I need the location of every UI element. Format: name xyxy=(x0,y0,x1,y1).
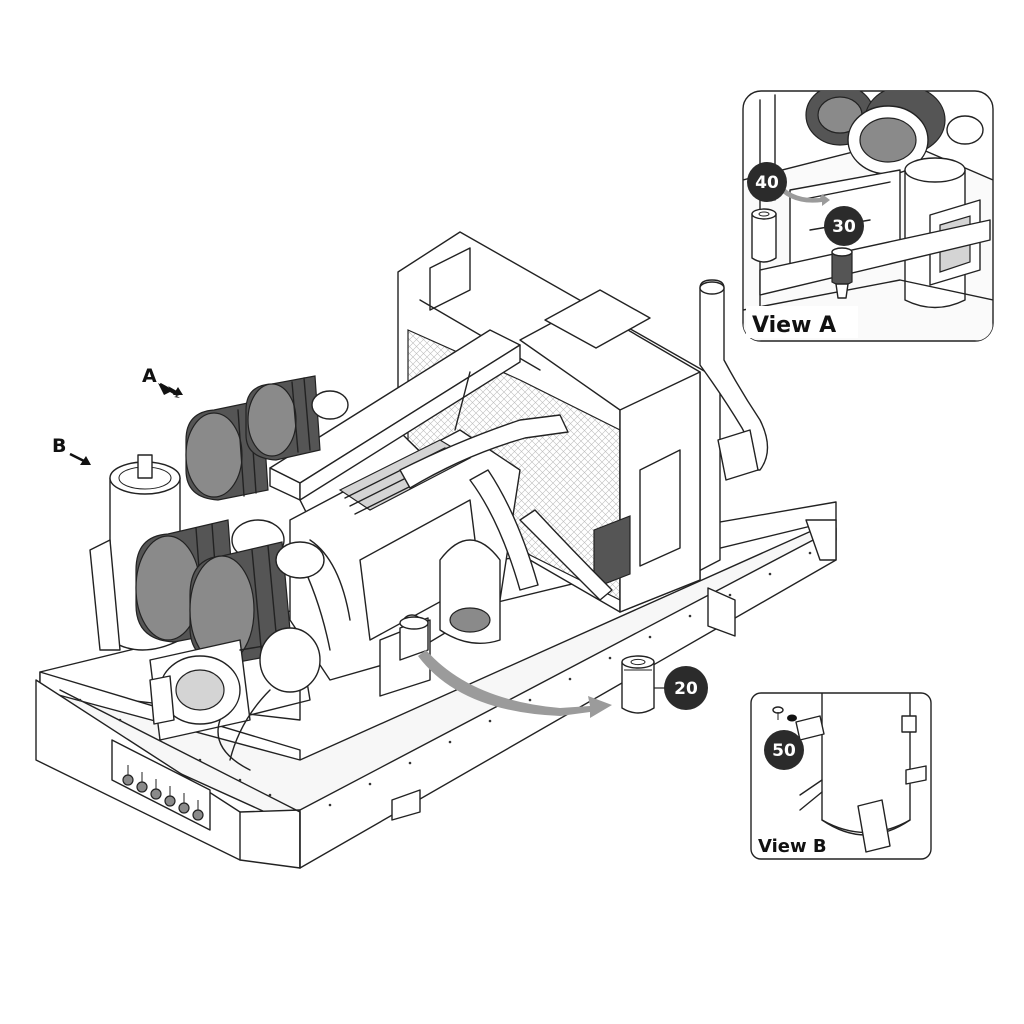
air-filter xyxy=(245,375,349,461)
drain-plug-50 xyxy=(772,706,797,722)
view-arrow-b: B xyxy=(52,435,91,465)
arrow-icon xyxy=(80,456,91,465)
callout-50: 50 xyxy=(764,730,804,770)
inset-view-b: 50 View B xyxy=(750,692,932,860)
callout-40: 40 xyxy=(747,162,787,202)
callout-20-text: 20 xyxy=(674,679,698,699)
machine-illustration xyxy=(35,231,837,869)
oil-filter-mounted xyxy=(399,616,429,661)
callout-30-text: 30 xyxy=(832,217,856,237)
callout-30: 30 xyxy=(824,206,864,246)
filter-housings-a xyxy=(805,91,946,175)
callout-20: 20 xyxy=(664,666,708,710)
curved-arrow-icon xyxy=(418,650,612,718)
inset-view-b-label: View B xyxy=(758,836,827,857)
inset-view-a: 40 30 View A xyxy=(742,90,994,342)
lifting-beam xyxy=(269,329,521,561)
hose-connectors xyxy=(111,739,211,831)
inset-arrow-icon xyxy=(774,180,830,206)
air-filters xyxy=(135,375,349,665)
fuel-filter-30 xyxy=(831,247,853,299)
view-arrow-b-label: B xyxy=(52,435,66,457)
view-arrow-a: A xyxy=(142,365,183,398)
oil-filter-element xyxy=(621,655,655,714)
removal-arrow xyxy=(418,650,612,718)
view-arrow-a-label: A xyxy=(142,365,157,387)
inset-view-a-label: View A xyxy=(752,313,836,338)
fuel-filter-40 xyxy=(751,208,777,263)
compressor-unit xyxy=(149,627,321,771)
callout-40-text: 40 xyxy=(755,173,779,193)
callout-50-text: 50 xyxy=(772,741,796,761)
